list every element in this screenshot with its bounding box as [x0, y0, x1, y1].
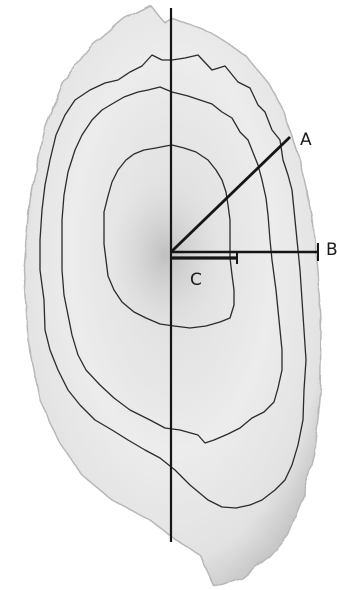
- label-a: A: [300, 130, 312, 150]
- label-b: B: [326, 240, 337, 260]
- label-c: C: [190, 270, 202, 290]
- specimen-core: [110, 180, 220, 330]
